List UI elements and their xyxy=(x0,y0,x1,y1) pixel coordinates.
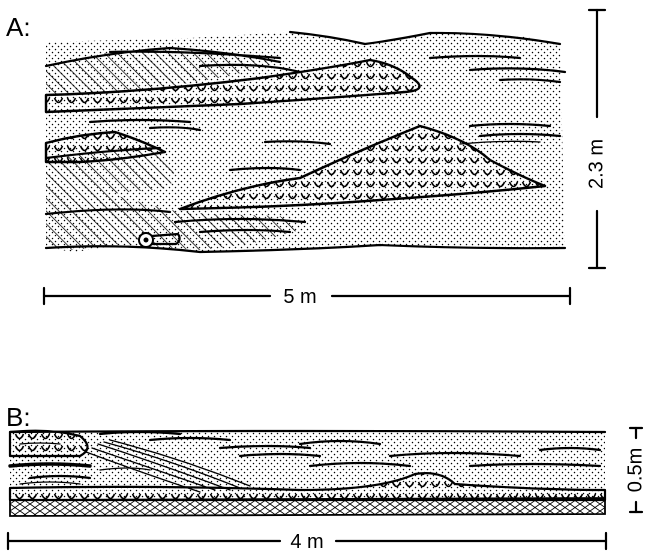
panel-a: A: xyxy=(6,10,607,308)
panel-b-mud-layer xyxy=(10,464,90,466)
panel-b-horizontal-scale-label: 4 m xyxy=(290,531,323,553)
panel-b: B: xyxy=(6,402,646,553)
panel-b-vertical-scale-label: 0.5m xyxy=(624,448,646,492)
panel-a-horizontal-scale-label: 5 m xyxy=(283,286,316,308)
panel-a-vertical-scale-label: 2.3 m xyxy=(585,139,607,189)
panel-b-label: B: xyxy=(6,402,31,432)
panel-a-label: A: xyxy=(6,12,31,42)
